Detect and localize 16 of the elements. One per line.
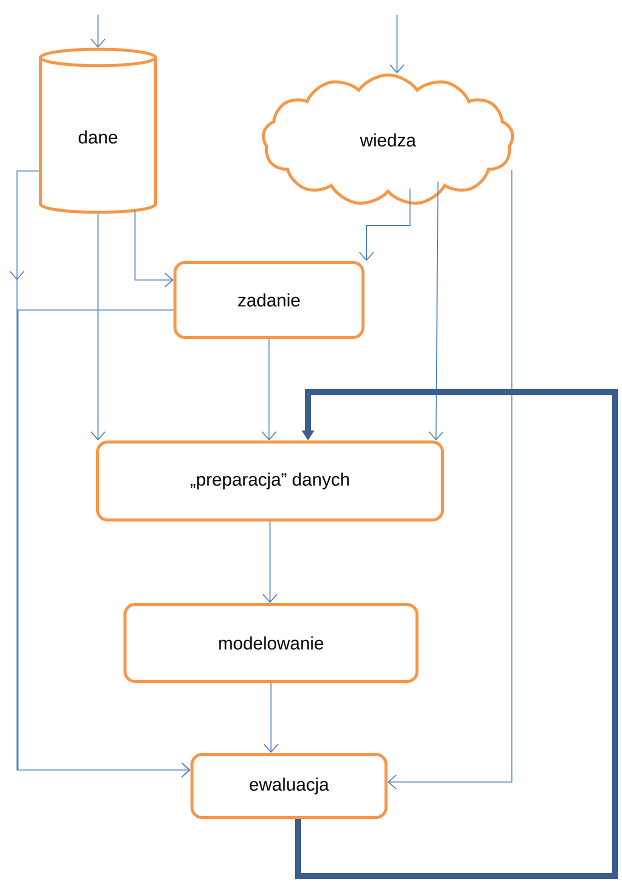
process-box: „preparacja” danych (96, 440, 444, 522)
arrow (90, 213, 106, 440)
arrow (428, 181, 444, 440)
feedback-arrow (295, 389, 618, 879)
arrow (388, 170, 512, 790)
process-box: ewaluacja (190, 753, 388, 819)
arrow (18, 310, 190, 778)
process-box: modelowanie (124, 603, 418, 683)
arrow (262, 521, 278, 603)
arrow (390, 14, 404, 74)
arrow (262, 338, 276, 440)
arrow (134, 210, 174, 288)
process-box: zadanie (174, 261, 364, 339)
arrow (264, 682, 278, 753)
arrow (90, 14, 106, 48)
arrow (359, 188, 410, 261)
